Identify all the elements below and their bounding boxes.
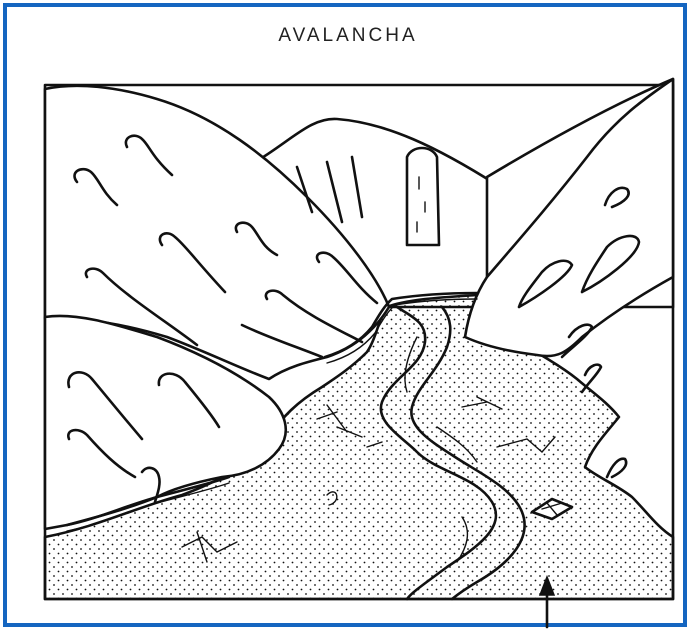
avalanche-illustration [7, 7, 688, 629]
tree-icon [582, 365, 601, 392]
rock-pillar [407, 148, 439, 245]
figure-frame: AVALANCHA [3, 3, 687, 627]
tree-icon [607, 459, 626, 477]
